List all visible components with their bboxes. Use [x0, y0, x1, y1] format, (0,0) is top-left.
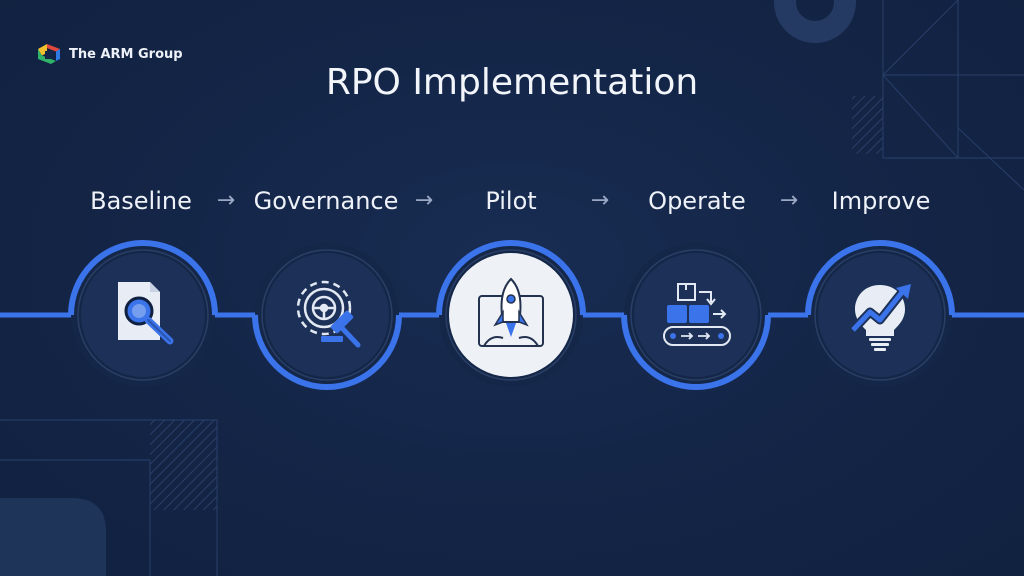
step-label-governance: Governance [253, 187, 399, 215]
page-title: RPO Implementation [325, 62, 699, 103]
gear-steering-gavel-icon [296, 280, 352, 336]
document-magnifier-icon [118, 282, 174, 345]
top-right-line-art [882, 0, 1024, 191]
step-label-operate: Operate [648, 187, 746, 215]
step-label-improve: Improve [831, 187, 931, 215]
step-label-pilot: Pilot [485, 187, 537, 215]
step-node-operate[interactable] [621, 240, 771, 390]
step-label-baseline: Baseline [90, 187, 192, 215]
flow-arrow-2: → [414, 188, 434, 213]
step-node-improve[interactable] [805, 240, 955, 390]
step-node-governance[interactable] [252, 240, 402, 390]
flow-arrow-4: → [779, 188, 799, 213]
brand-name: The ARM Group [69, 46, 183, 62]
lightbulb-growth-icon [849, 284, 911, 351]
conveyor-boxes-icon [663, 283, 731, 346]
top-right-hatch-shape [852, 96, 883, 154]
bottom-left-rounded-shape [0, 498, 106, 576]
flow-arrow-3: → [590, 188, 610, 213]
rocket-launch-icon [478, 277, 544, 347]
step-node-pilot[interactable] [436, 240, 586, 390]
step-node-baseline[interactable] [68, 240, 218, 390]
bottom-left-hatch-shape [150, 420, 217, 510]
top-right-ring-shape [774, 0, 856, 43]
arm-group-logo-icon [38, 44, 60, 64]
brand: The ARM Group [35, 40, 183, 68]
gavel-icon [321, 310, 361, 348]
flow-arrow-1: → [216, 188, 236, 213]
